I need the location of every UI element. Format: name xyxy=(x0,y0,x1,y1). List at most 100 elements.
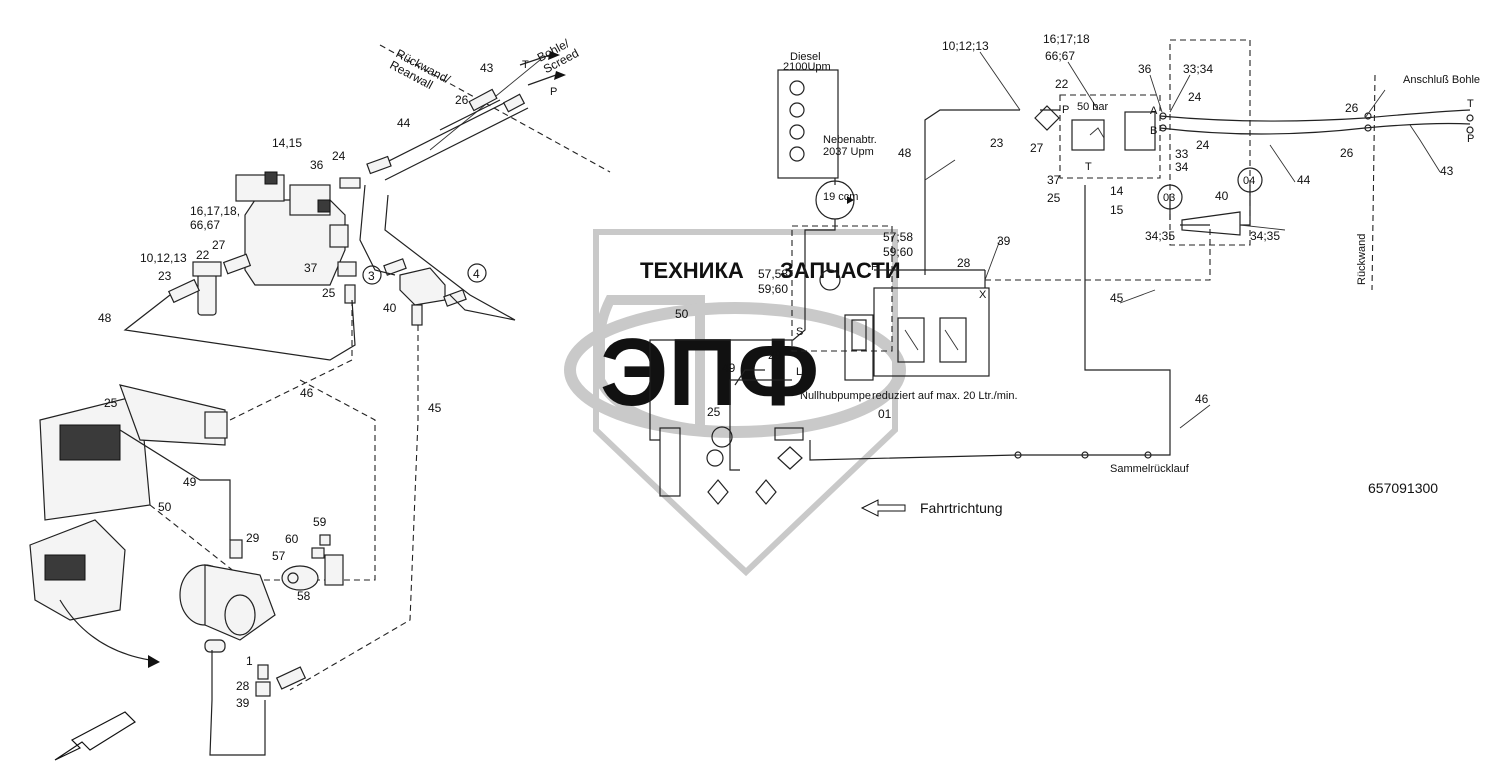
tank-assembly xyxy=(39,384,228,521)
manifold-block xyxy=(659,427,681,497)
s-callout-66-67: 66;67 xyxy=(1045,49,1075,63)
label-t: T xyxy=(522,59,529,71)
s-callout-34-35a: 34;35 xyxy=(1145,229,1175,243)
label-travel-direction: Fahrtrichtung xyxy=(920,500,1002,516)
diesel-engine xyxy=(777,69,839,179)
rearwall-line xyxy=(1371,74,1376,291)
hose-46 xyxy=(229,300,353,421)
hose-50 xyxy=(149,379,376,581)
s-callout-16-17-18: 16;17;18 xyxy=(1043,32,1090,46)
callout-58: 58 xyxy=(297,589,311,603)
fitting-39 xyxy=(255,681,271,697)
port-p3: P xyxy=(1467,133,1474,145)
fitting-45-end xyxy=(275,666,307,690)
engine-rpm: 2100Upm xyxy=(783,61,831,73)
callout-28: 28 xyxy=(236,679,250,693)
s-callout-48: 48 xyxy=(898,146,912,160)
gauge-03 xyxy=(1157,184,1183,210)
callout-26: 26 xyxy=(455,93,469,107)
circled-4 xyxy=(467,263,487,283)
flange-57 xyxy=(281,565,319,591)
s-callout-26a: 26 xyxy=(1345,101,1359,115)
fitting-29 xyxy=(229,539,243,559)
s-callout-39: 39 xyxy=(997,234,1011,248)
callout-24: 24 xyxy=(332,149,346,163)
s-callout-34: 34 xyxy=(1175,160,1189,174)
callout-48: 48 xyxy=(98,311,112,325)
watermark-letters: ЭПФ xyxy=(600,319,819,426)
s-callout-27: 27 xyxy=(1030,141,1044,155)
s-callout-36: 36 xyxy=(1138,62,1152,76)
valve-complex-16-17-18 xyxy=(1059,94,1161,179)
pump-01 xyxy=(179,564,276,756)
callout-49: 49 xyxy=(183,475,197,489)
callout-43: 43 xyxy=(480,61,494,75)
note-zero-stroke-pump: Nullhubpumpe xyxy=(800,390,871,402)
s-callout-33-34: 33;34 xyxy=(1183,62,1213,76)
s-callout-25: 25 xyxy=(1047,191,1061,205)
hose-49 xyxy=(119,429,231,540)
engine-title: Diesel xyxy=(790,51,821,63)
fitting-36 xyxy=(339,177,361,189)
s-callout-25b: 25 xyxy=(707,405,721,419)
port-t2: T xyxy=(1467,98,1474,110)
s-callout-24b: 24 xyxy=(1196,138,1210,152)
watermark-text-left: ТЕХНИКА xyxy=(640,258,744,283)
s-callout-43: 43 xyxy=(1440,164,1454,178)
s-callout-44: 44 xyxy=(1297,173,1311,187)
s-gauge-03: 03 xyxy=(1163,192,1175,204)
fitting-60 xyxy=(311,547,325,559)
pto-rpm: 2037 Upm xyxy=(823,146,874,158)
callout-44: 44 xyxy=(397,116,411,130)
s-callout-37: 37 xyxy=(1047,173,1061,187)
engine-pto xyxy=(29,519,160,668)
callout-59: 59 xyxy=(313,515,327,529)
pump-label: 19 ccm xyxy=(823,191,858,203)
callout-46: 46 xyxy=(300,386,314,400)
s-callout-15: 15 xyxy=(1110,203,1124,217)
fitting-26 xyxy=(468,88,526,113)
port-l: L xyxy=(796,366,802,378)
filter-symbol xyxy=(1034,105,1060,131)
note-reduced-flow: reduziert auf max. 20 Ltr./min. xyxy=(872,390,1018,402)
label-collect-return: Sammelrücklauf xyxy=(1110,463,1190,475)
fitting-57-58 xyxy=(324,554,344,586)
s-callout-57-58b: 57,58 xyxy=(758,267,788,281)
label-rearwall: Rückwand/Rearwall xyxy=(387,46,453,98)
s-callout-24a: 24 xyxy=(1188,90,1202,104)
watermark: ТЕХНИКА ЗАПЧАСТИ ЭПФ xyxy=(564,229,906,577)
circled-3 xyxy=(362,265,382,285)
exploded-view: Rückwand/Rearwall Bohle/Screed T P 43 26… xyxy=(29,34,611,761)
callout-25: 25 xyxy=(322,286,336,300)
s-callout-14: 14 xyxy=(1110,184,1124,198)
callout-1: 1 xyxy=(246,654,253,668)
s-callout-29: 29 xyxy=(768,348,782,362)
port-b: B xyxy=(1150,125,1157,137)
label-screed: Bohle/Screed xyxy=(535,34,581,76)
label-connection-screed: Anschluß Bohle xyxy=(1403,74,1480,86)
label-p: P xyxy=(550,86,557,98)
port-a: A xyxy=(1150,105,1158,117)
s-callout-40: 40 xyxy=(1215,189,1229,203)
callout-16-17-18-66-67: 16,17,18,66,67 xyxy=(190,204,240,232)
fitting-24 xyxy=(366,155,392,175)
fitting-28 xyxy=(257,664,269,680)
s-callout-45: 45 xyxy=(1110,291,1124,305)
callout-27: 27 xyxy=(212,238,226,252)
valve-40-symbol xyxy=(1181,211,1241,236)
s-gauge-04: 04 xyxy=(1243,175,1255,187)
drawing-number: 657091300 xyxy=(1368,480,1438,496)
callout-25b: 25 xyxy=(104,396,118,410)
s-callout-28: 28 xyxy=(957,256,971,270)
hose-44 xyxy=(374,94,529,181)
fitting-59 xyxy=(319,534,331,546)
callout-50: 50 xyxy=(158,500,172,514)
control-valve-block xyxy=(873,287,990,377)
s-callout-50: 50 xyxy=(675,307,689,321)
s-callout-57-58: 57;58 xyxy=(883,230,913,244)
port-t: T xyxy=(1085,161,1092,173)
callout-10-12-13: 10,12,13 xyxy=(140,251,187,265)
label-rearwall-vertical: Rückwand xyxy=(1356,234,1368,285)
s-callout-10-12-13: 10;12;13 xyxy=(942,39,989,53)
